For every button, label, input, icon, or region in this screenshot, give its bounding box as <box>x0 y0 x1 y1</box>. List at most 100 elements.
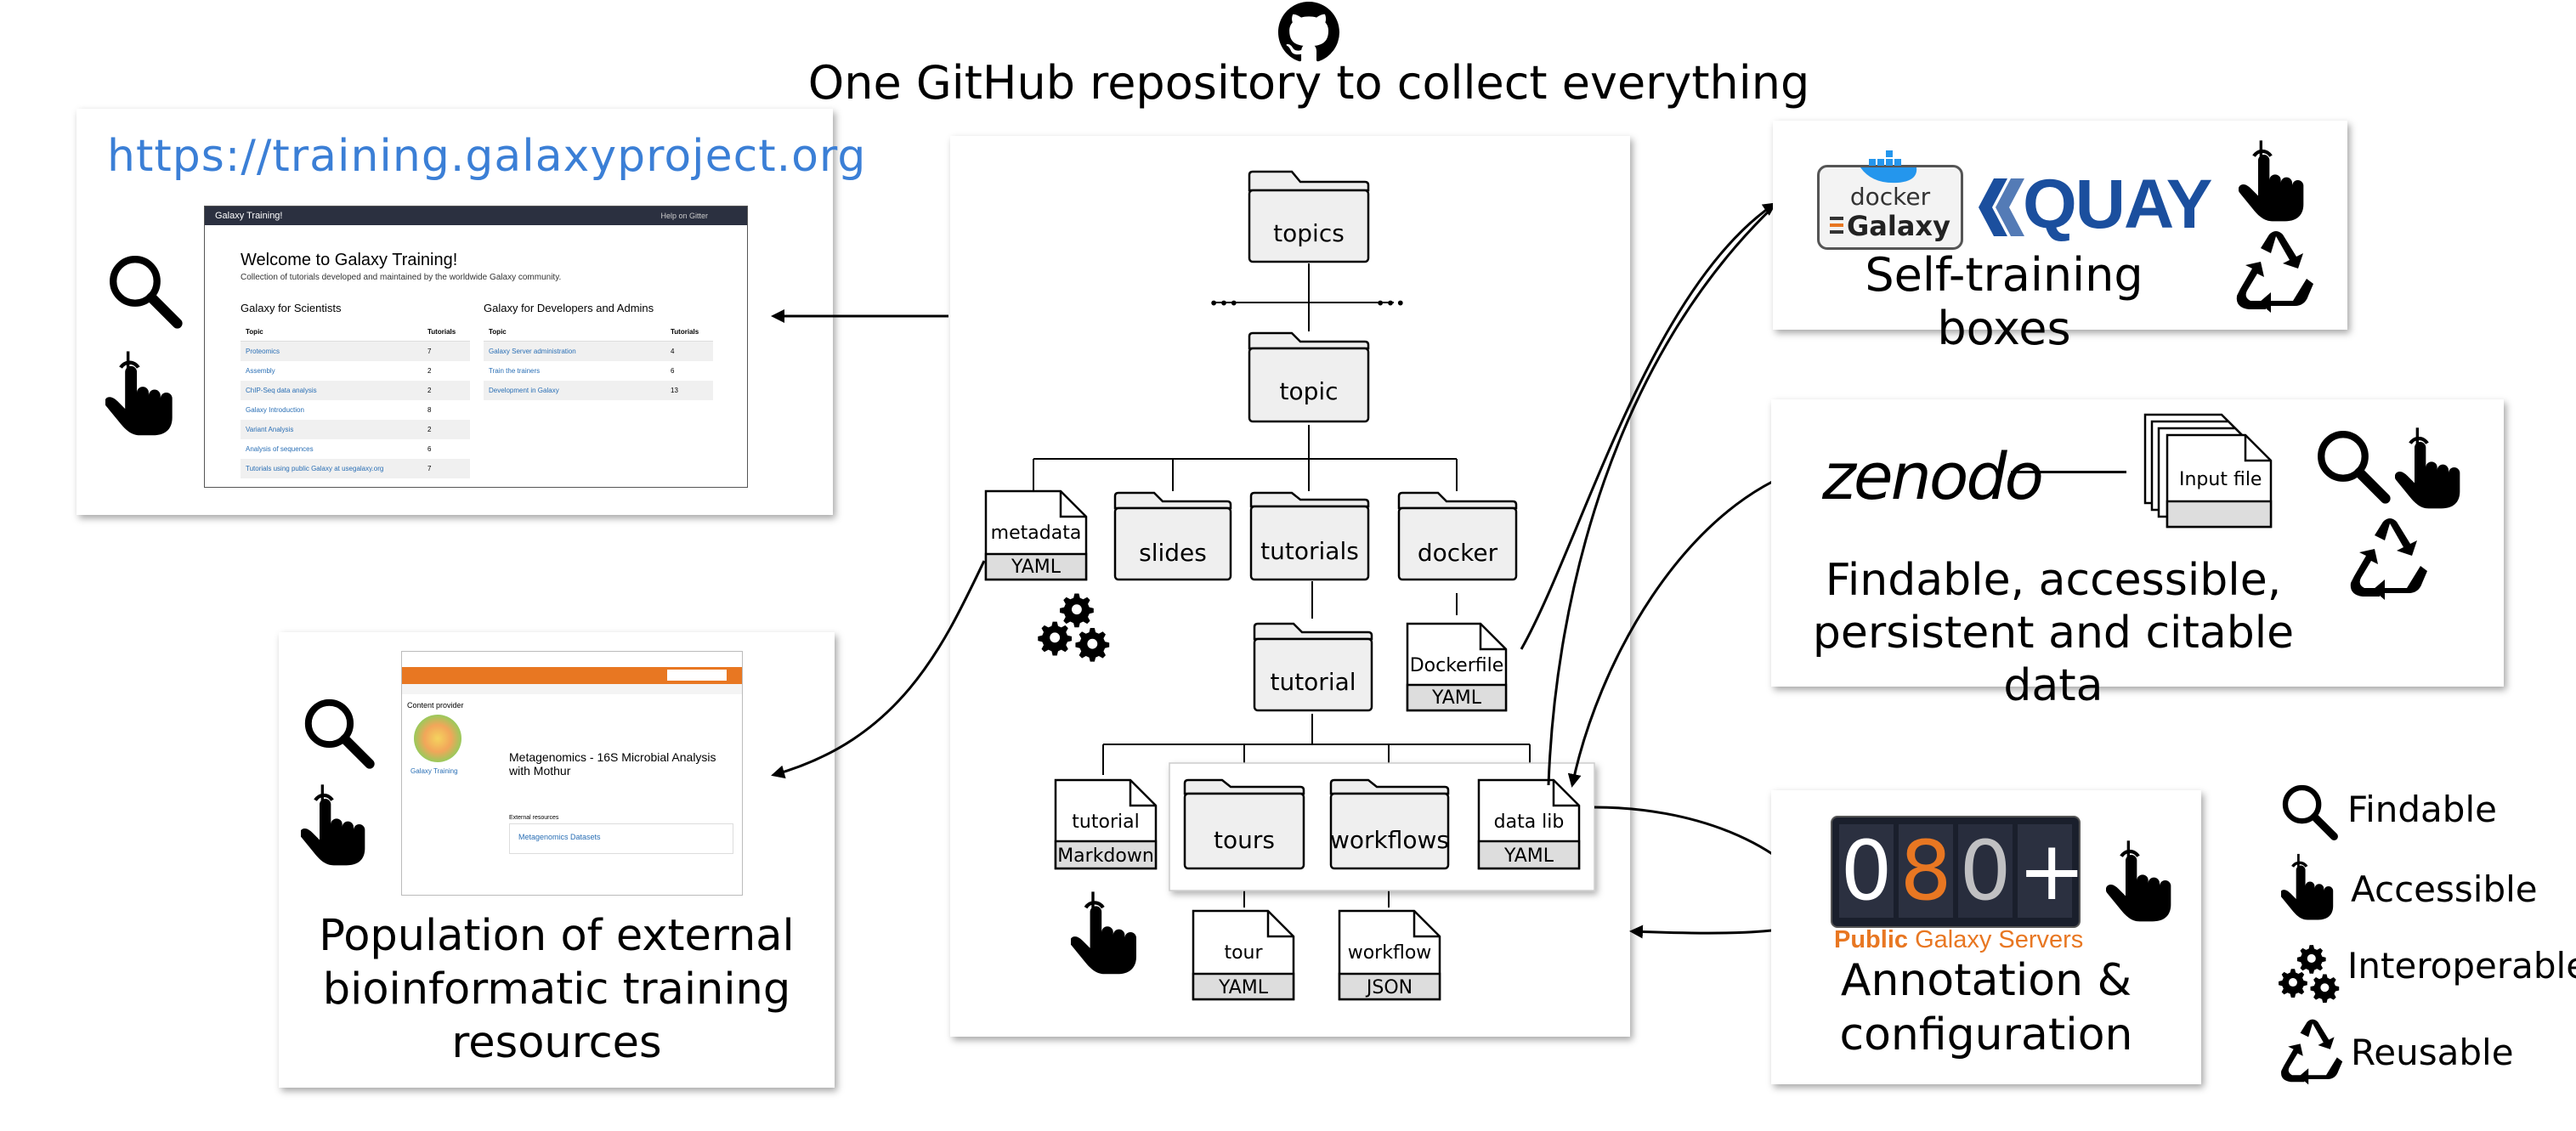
dockerfile-file-icon <box>1406 622 1508 712</box>
tour-file-format: YAML <box>1218 977 1269 998</box>
topic-link[interactable]: Assembly <box>246 367 275 375</box>
magnifier-icon <box>2279 782 2339 841</box>
docker-label: docker <box>1418 539 1498 567</box>
tutorials-folder-icon <box>1249 491 1370 581</box>
servers-caption: Annotation & configuration <box>1771 953 2201 1062</box>
brand-public: Public <box>1834 926 1909 953</box>
zenodo-caption: Findable, accessible, persistent and cit… <box>1790 554 2317 712</box>
counter-digit-3: + <box>2018 823 2086 919</box>
table-row[interactable]: Analysis of sequences 6 <box>241 439 470 459</box>
external-caption-line3: resources <box>451 1018 662 1068</box>
docker-word: docker <box>1849 183 1931 211</box>
tess-screenshot: Content provider Galaxy Training Metagen… <box>401 651 743 896</box>
pointing-hand-icon <box>2106 838 2179 923</box>
tours-label: tours <box>1214 826 1275 854</box>
legend-interoperable: Interoperable <box>2347 945 2576 987</box>
table-header: Topic Tutorials <box>484 324 713 342</box>
zenodo-connector <box>2011 471 2126 473</box>
zenodo-caption-line2: persistent and citable data <box>1812 608 2295 711</box>
arrow-to-external <box>771 560 986 779</box>
galaxy-word: Galaxy <box>1847 210 1950 242</box>
tess-provider-logo <box>414 715 461 762</box>
workflow-file-format: JSON <box>1365 977 1413 998</box>
column-tutorials: Tutorials <box>671 328 699 336</box>
table-row[interactable]: Train the trainers 6 <box>484 361 713 381</box>
docker-whale-icon <box>1860 150 1917 184</box>
table-row[interactable]: Assembly 2 <box>241 361 470 381</box>
self-training-panel: docker Galaxy QUAY Self-training boxes <box>1773 121 2347 355</box>
training-website-panel: https://training.galaxyproject.org Galax… <box>76 109 865 515</box>
topic-label: topic <box>1279 377 1338 405</box>
tess-dataset-box: Metagenomics Datasets <box>509 823 733 854</box>
ellipsis-right: ••• <box>1375 293 1405 314</box>
servers-caption-line2: configuration <box>1839 1009 2133 1060</box>
tutorial-label: tutorial <box>1270 668 1356 696</box>
zenodo-logo: zenodo <box>1822 438 2044 514</box>
gears-icon <box>2278 943 2344 1009</box>
tutorials-label: tutorials <box>1260 537 1359 565</box>
pointing-hand-icon <box>2395 425 2468 510</box>
counter-digit-2: 0 <box>1958 823 2013 919</box>
tour-file-label: tour <box>1224 942 1263 964</box>
topic-link[interactable]: Galaxy Introduction <box>246 406 304 414</box>
column-tutorials: Tutorials <box>427 328 456 336</box>
table-row[interactable]: Tutorials using public Galaxy at usegala… <box>241 459 470 478</box>
topic-folder-icon <box>1248 331 1370 423</box>
topics-label: topics <box>1273 219 1345 247</box>
legend-accessible: Accessible <box>2351 868 2538 910</box>
topics-folder-icon <box>1248 170 1370 263</box>
screenshot-subheading: Collection of tutorials developed and ma… <box>241 273 562 282</box>
metadata-label: metadata <box>991 523 1082 544</box>
training-site-screenshot: Galaxy Training! Help on Gitter Welcome … <box>204 206 748 488</box>
nav-brand: Galaxy Training! <box>215 211 283 221</box>
server-counter: 0 8 0 + <box>1831 816 2086 928</box>
topic-link[interactable]: Variant Analysis <box>246 426 294 433</box>
github-icon <box>1278 2 1339 62</box>
topic-link[interactable]: Train the trainers <box>489 367 541 375</box>
data-lib-format: YAML <box>1503 845 1554 867</box>
tutorial-count: 6 <box>671 367 675 375</box>
data-lib-label: data lib <box>1494 811 1565 833</box>
tutorial-count: 2 <box>427 367 432 375</box>
magnifier-icon <box>2313 427 2392 505</box>
table-row[interactable]: Proteomics 7 <box>241 342 470 361</box>
galaxy-bars-icon <box>1830 217 1843 220</box>
table-row[interactable]: Variant Analysis 2 <box>241 420 470 439</box>
workflow-file-label: workflow <box>1348 942 1432 964</box>
topic-link[interactable]: Galaxy Server administration <box>489 348 576 355</box>
topic-link[interactable]: Tutorials using public Galaxy at usegala… <box>246 465 384 472</box>
training-url[interactable]: https://training.galaxyproject.org <box>107 131 867 182</box>
pointing-hand-icon <box>1070 891 1136 974</box>
tutorial-file-format: Markdown <box>1057 845 1154 867</box>
pointing-hand-icon <box>2239 138 2312 223</box>
tess-provider-label: Content provider <box>407 701 464 710</box>
tutorial-count: 6 <box>427 445 432 453</box>
tutorial-count: 2 <box>427 426 432 433</box>
tess-dataset-link[interactable]: Metagenomics Datasets <box>518 833 601 841</box>
column-topic: Topic <box>489 328 507 336</box>
self-training-caption: Self-training boxes <box>1865 248 2143 355</box>
tess-search-input[interactable] <box>667 670 727 681</box>
data-lib-file-icon <box>1477 778 1581 870</box>
tess-provider-name[interactable]: Galaxy Training <box>410 767 458 775</box>
recycle-icon <box>2232 229 2320 314</box>
topic-link[interactable]: ChIP-Seq data analysis <box>246 387 317 394</box>
tutorial-count: 7 <box>427 348 432 355</box>
topic-link[interactable]: Development in Galaxy <box>489 387 559 394</box>
tutorial-markdown-file-icon <box>1054 778 1158 870</box>
arrow-to-docker <box>1520 202 1777 650</box>
pointing-hand-icon <box>2281 851 2339 921</box>
dockerfile-format: YAML <box>1431 687 1482 709</box>
tutorial-count: 8 <box>427 406 432 414</box>
tess-top-bar <box>402 652 742 667</box>
counter-digit-1: 8 <box>1899 823 1953 919</box>
table-row[interactable]: Galaxy Introduction 8 <box>241 400 470 420</box>
topic-link[interactable]: Proteomics <box>246 348 280 355</box>
topic-link[interactable]: Analysis of sequences <box>246 445 314 453</box>
quay-word: QUAY <box>2023 166 2212 243</box>
